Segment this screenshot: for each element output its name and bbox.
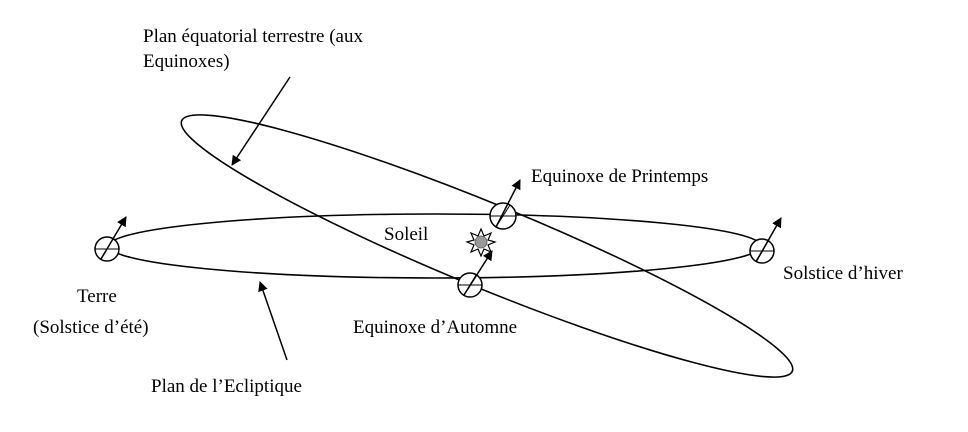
earth-winter-solstice-icon bbox=[749, 217, 782, 264]
equatorial-plane-pointer-arrow bbox=[231, 76, 291, 166]
earth-autumn-equinox-icon bbox=[457, 250, 493, 298]
sun-label: Soleil bbox=[384, 224, 428, 245]
ecliptic-plane-label: Plan de l’Ecliptique bbox=[151, 376, 302, 397]
earth-summer-solstice-icon bbox=[94, 216, 127, 262]
spring-equinox-label: Equinoxe de Printemps bbox=[531, 166, 708, 187]
autumn-equinox-label: Equinoxe d’Automne bbox=[353, 317, 517, 338]
winter-solstice-label: Solstice d’hiver bbox=[783, 263, 903, 284]
ecliptic-ellipse bbox=[108, 213, 762, 279]
ecliptic-plane-pointer-arrow bbox=[258, 281, 288, 361]
earth-label: Terre bbox=[77, 286, 117, 307]
summer-solstice-label: (Solstice d’été) bbox=[33, 317, 149, 338]
equatorial-plane-label-line1: Plan équatorial terrestre (aux bbox=[143, 26, 363, 47]
sun-icon bbox=[465, 227, 497, 258]
earth-spring-equinox-icon bbox=[489, 179, 521, 230]
equatorial-plane-label-line2: Equinoxes) bbox=[143, 51, 230, 72]
